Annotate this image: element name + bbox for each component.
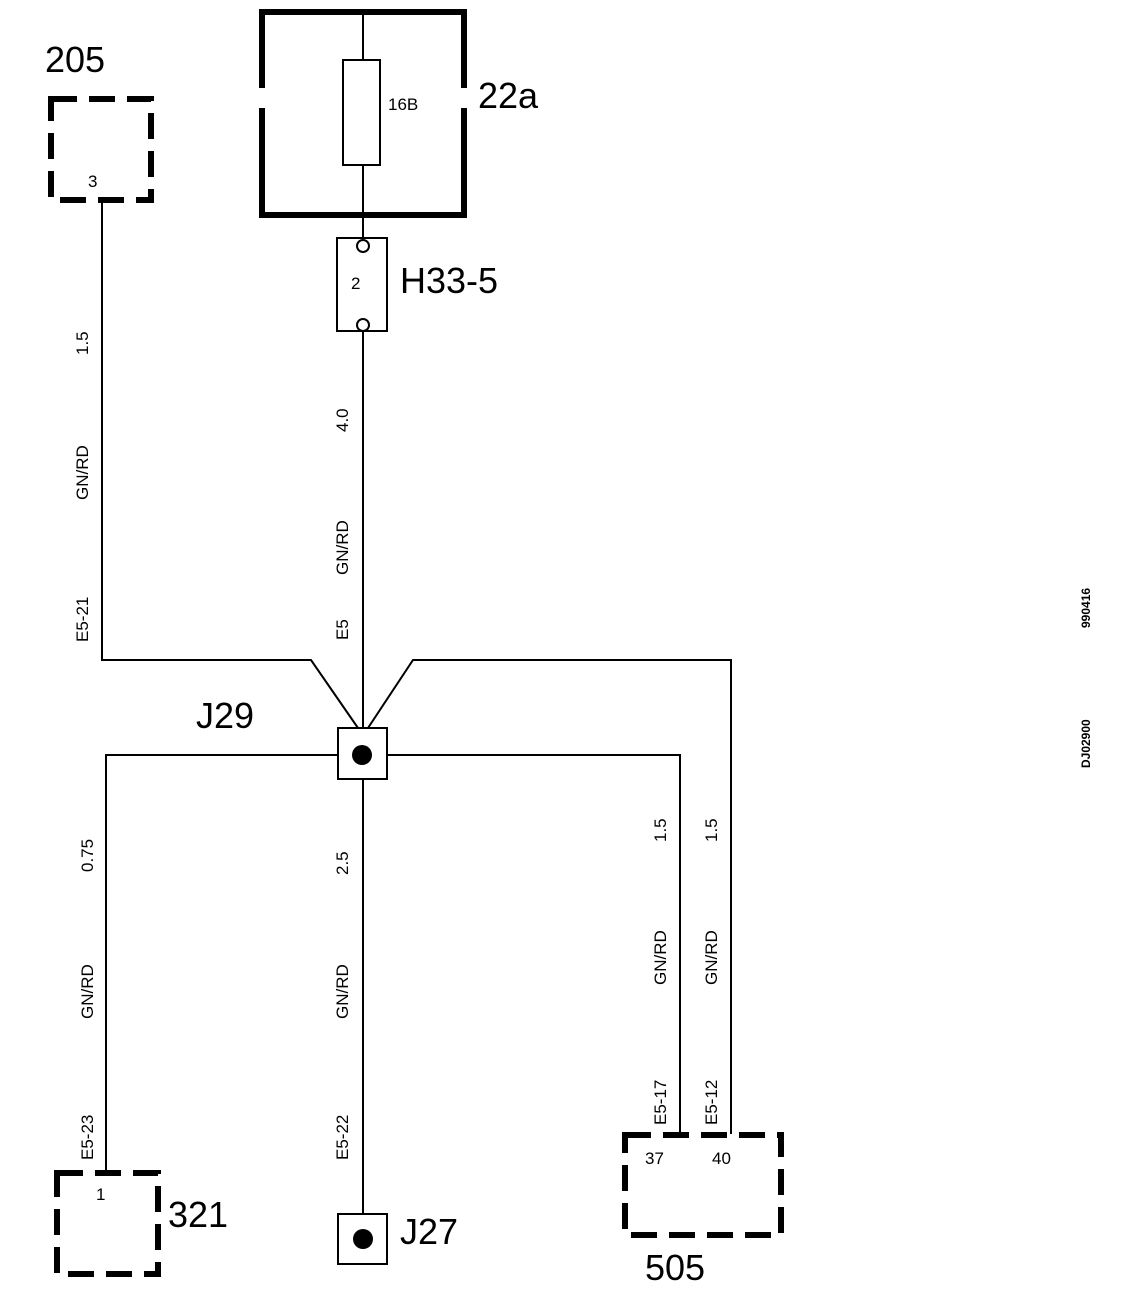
wire-j27-color: GN/RD xyxy=(333,964,352,1019)
wire-505b-color: GN/RD xyxy=(702,930,721,985)
component-505-pin-a: 37 xyxy=(645,1149,664,1168)
wire-j27-code: E5-22 xyxy=(333,1115,352,1160)
component-321: 1 321 xyxy=(54,1170,228,1277)
wire-321-size: 0.75 xyxy=(78,839,97,872)
connector-id: H33-5 xyxy=(400,260,498,301)
fuse-label: 16B xyxy=(388,95,418,114)
wire-505a-size: 1.5 xyxy=(651,818,670,842)
component-321-id: 321 xyxy=(168,1194,228,1235)
wire-j27-size: 2.5 xyxy=(333,851,352,875)
component-205: 205 3 xyxy=(45,39,154,203)
component-321-pin: 1 xyxy=(96,1185,105,1204)
wire-205-size: 1.5 xyxy=(73,331,92,355)
terminal-j27: J27 xyxy=(337,1211,458,1265)
wire-505b-code: E5-12 xyxy=(702,1080,721,1125)
component-505-pin-b: 40 xyxy=(712,1149,731,1168)
connector-pin: 2 xyxy=(351,274,360,293)
wire-505a-code: E5-17 xyxy=(651,1080,670,1125)
wire-labels: 1.5 GN/RD E5-21 4.0 GN/RD E5 0.75 GN/RD … xyxy=(73,331,721,1160)
wire-205-color: GN/RD xyxy=(73,445,92,500)
reference-codes: 990416 DJ02900 xyxy=(1079,588,1093,768)
reference-code-1: 990416 xyxy=(1079,588,1093,628)
connector-h33-5: 2 H33-5 xyxy=(336,237,498,332)
splice-j29: J29 xyxy=(196,695,388,780)
wire-main-code: E5 xyxy=(333,619,352,640)
wire-505b-size: 1.5 xyxy=(702,818,721,842)
reference-code-2: DJ02900 xyxy=(1079,719,1093,768)
fusebox-id: 22a xyxy=(478,75,539,116)
fusebox-22a: 16B 22a xyxy=(259,9,539,238)
component-505-id: 505 xyxy=(645,1247,705,1288)
wire-routes xyxy=(101,200,732,1240)
component-205-pin: 3 xyxy=(88,172,97,191)
component-505: 37 40 505 xyxy=(622,1132,784,1288)
wire-main-color: GN/RD xyxy=(333,520,352,575)
wire-321-code: E5-23 xyxy=(78,1115,97,1160)
component-205-id: 205 xyxy=(45,39,105,80)
wire-505a-color: GN/RD xyxy=(651,930,670,985)
wire-321-color: GN/RD xyxy=(78,964,97,1019)
connector-terminal-bottom xyxy=(356,318,370,332)
wire-main-size: 4.0 xyxy=(333,408,352,432)
splice-j29-id: J29 xyxy=(196,695,254,736)
terminal-j27-id: J27 xyxy=(400,1211,458,1252)
wire-205-code: E5-21 xyxy=(73,597,92,642)
fuse-16b xyxy=(342,59,381,166)
connector-terminal-top xyxy=(356,239,370,253)
